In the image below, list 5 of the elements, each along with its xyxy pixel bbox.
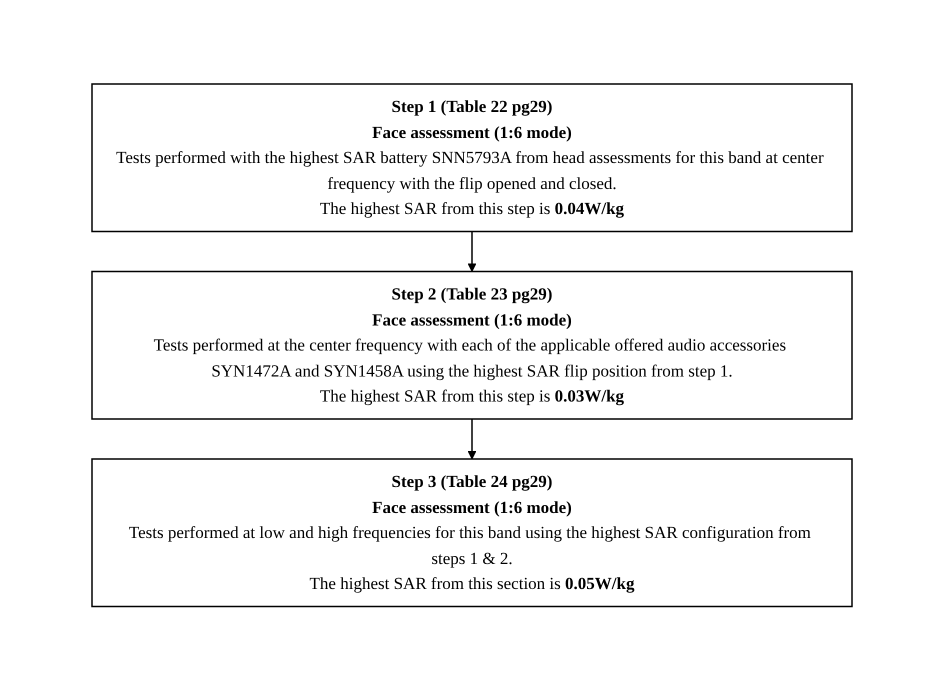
node-box: Step 2 (Table 23 pg29) Face assessment (1:6 mode) Tests performed at the center frequency with each of the applicable offered audio accessories SYN1472A and SYN1458A using the highest SAR flip position from step 1. The highest SAR from this step is 0.03W/kg — [91, 270, 853, 420]
node-box: Step 1 (Table 22 pg29) Face assessment (1:6 mode) Tests performed with the highest SAR battery SNN5793A from head assessments for this band at center frequency with the flip opened and closed. The highest SAR from this step is 0.04W/kg — [91, 83, 853, 232]
arrow — [468, 418, 476, 460]
arrow — [468, 231, 476, 272]
node-box: Step 3 (Table 24 pg29) Face assessment (1:6 mode) Tests performed at low and high frequencies for this band using the highest SAR configuration from steps 1 & 2. The highest SAR from this section is 0.05W/kg — [91, 458, 853, 607]
